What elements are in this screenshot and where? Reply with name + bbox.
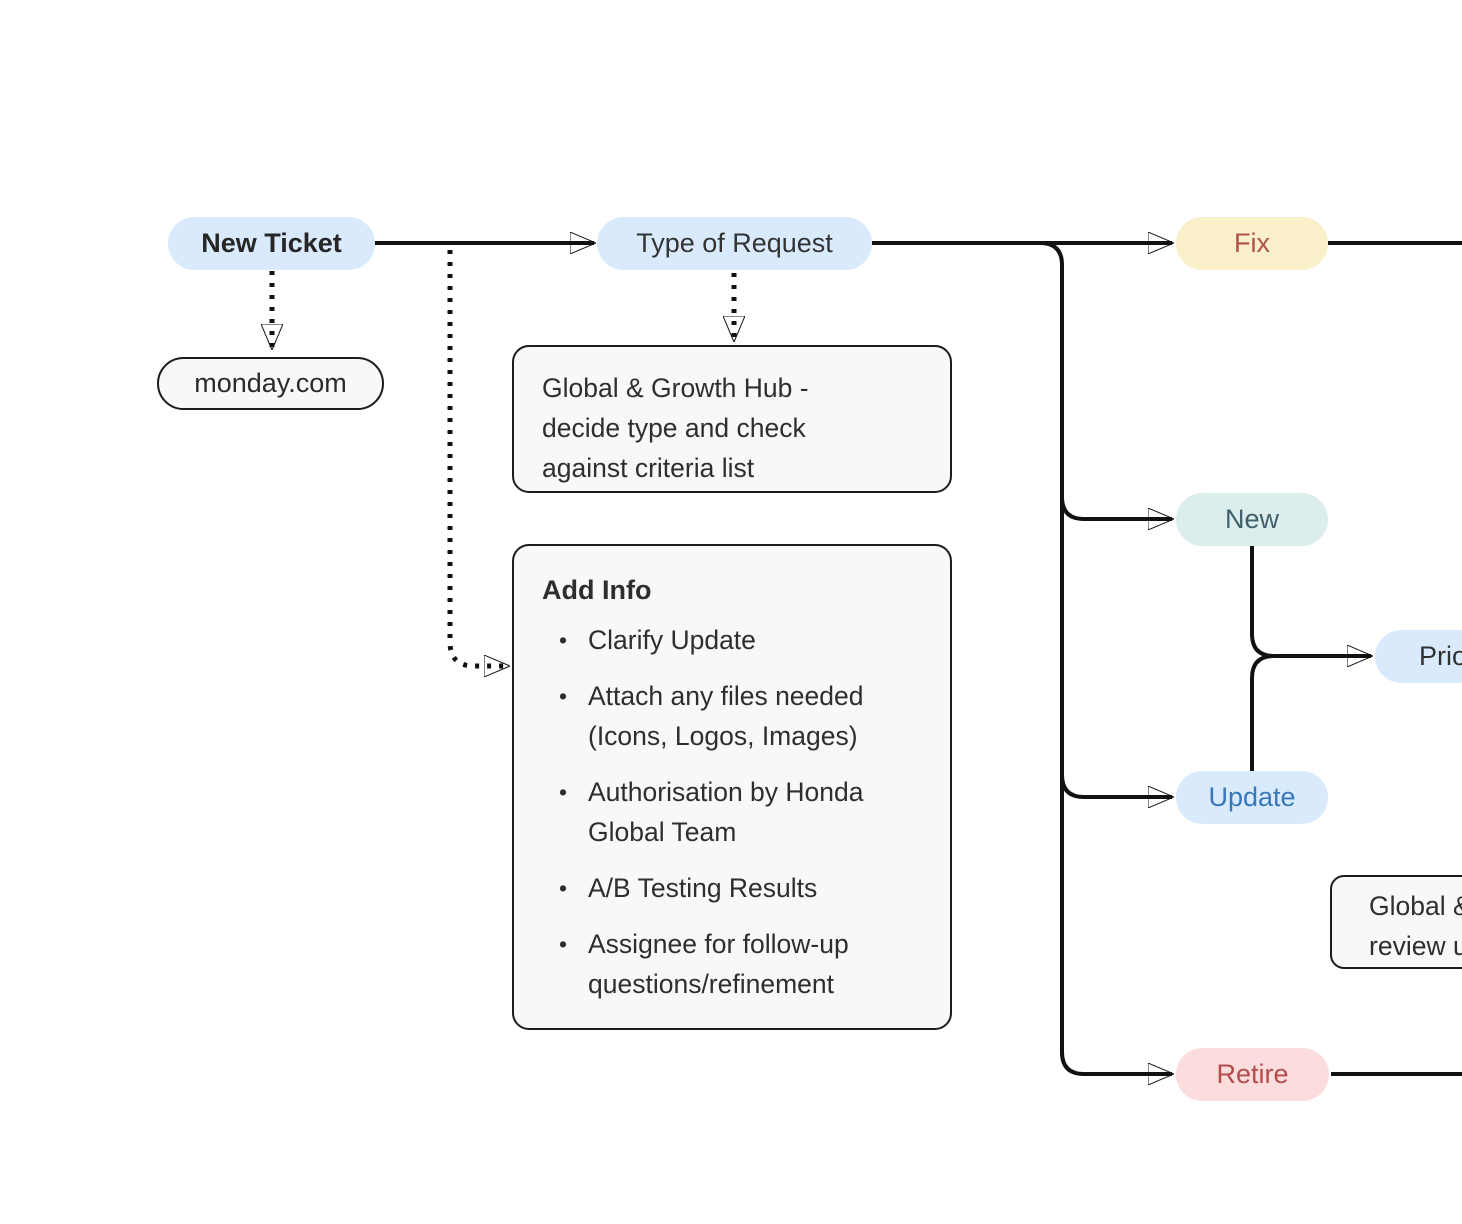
note-add-info-title: Add Info (542, 575, 652, 605)
edge-main-to-add-info-note (447, 250, 508, 666)
add-info-item: Clarify Update (542, 620, 932, 660)
edge-trunk-to-retire (1039, 241, 1172, 1074)
edge-trunk-to-new (1060, 496, 1172, 519)
node-new-ticket[interactable]: New Ticket (168, 217, 375, 270)
edge-trunk-to-update (1060, 774, 1172, 797)
node-fix[interactable]: Fix (1176, 217, 1328, 270)
add-info-item: Assignee for follow-up questions/refinem… (542, 924, 932, 1004)
node-monday-label: monday.com (194, 368, 347, 398)
add-info-item: A/B Testing Results (542, 868, 932, 908)
add-info-list: Clarify UpdateAttach any files needed (I… (542, 620, 928, 1004)
note-decide-type-text: Global & Growth Hub - decide type and ch… (542, 373, 809, 483)
node-fix-label: Fix (1234, 228, 1270, 258)
node-update-label: Update (1208, 782, 1296, 812)
edge-new-to-junction (1250, 546, 1275, 658)
node-update[interactable]: Update (1176, 771, 1328, 824)
note-review-line1: Global & (1369, 891, 1462, 921)
node-retire-label: Retire (1216, 1059, 1289, 1089)
node-monday[interactable]: monday.com (157, 357, 384, 410)
node-new[interactable]: New (1176, 493, 1328, 546)
node-priority[interactable]: Prior (1375, 630, 1462, 683)
node-new-ticket-label: New Ticket (201, 228, 342, 258)
node-new-label: New (1224, 504, 1279, 534)
note-review-clipped[interactable]: Global & review u (1330, 875, 1462, 969)
node-type-of-request-label: Type of Request (636, 228, 833, 258)
note-add-info[interactable]: Add Info Clarify UpdateAttach any files … (512, 544, 952, 1030)
node-priority-label: Prior (1419, 641, 1462, 671)
node-retire[interactable]: Retire (1176, 1048, 1329, 1101)
note-review-line2: review u (1369, 931, 1462, 961)
note-decide-type[interactable]: Global & Growth Hub - decide type and ch… (512, 345, 952, 493)
add-info-item: Attach any files needed (Icons, Logos, I… (542, 676, 932, 756)
node-type-of-request[interactable]: Type of Request (597, 217, 872, 270)
add-info-item: Authorisation by Honda Global Team (542, 772, 932, 852)
edge-update-to-junction (1250, 654, 1275, 771)
